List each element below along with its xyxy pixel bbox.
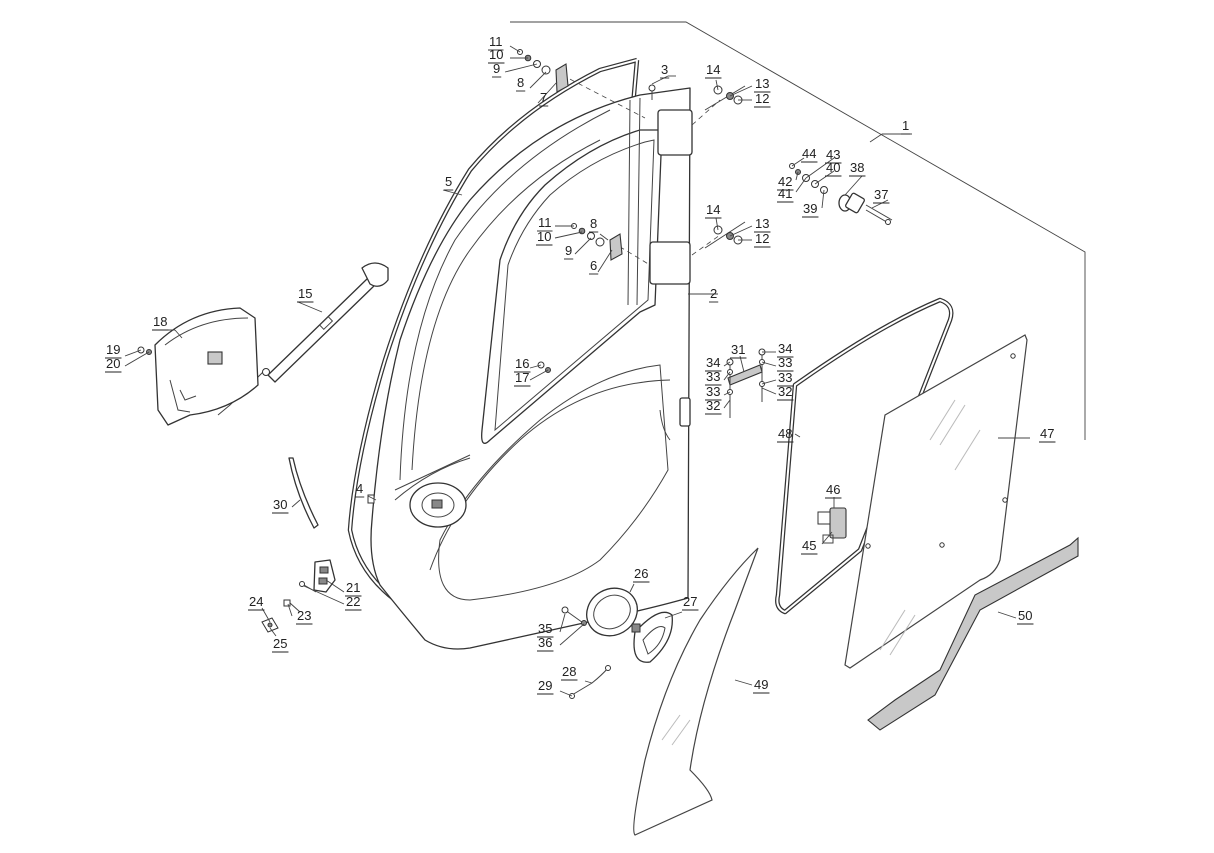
callout-31: 31 (731, 342, 745, 357)
callout-27: 27 (683, 594, 697, 609)
inner-latch-part (817, 507, 847, 544)
callout-7: 7 (540, 90, 547, 105)
hidden-line-mid (611, 241, 651, 266)
callout-32-right: 32 (778, 384, 792, 399)
regulator-rod-part (217, 262, 389, 416)
callout-30: 30 (273, 497, 287, 512)
callout-50: 50 (1018, 608, 1032, 623)
callout-8-top: 8 (517, 75, 524, 90)
callout-4: 4 (356, 481, 363, 496)
callout-33-right-top: 33 (778, 355, 792, 370)
hinge-hardware-bottom (704, 221, 746, 249)
callout-11-top: 11 (489, 34, 503, 49)
callout-1: 1 (902, 118, 909, 133)
callout-47: 47 (1040, 426, 1054, 441)
trim-strip-30 (288, 457, 319, 529)
callout-42: 42 (778, 174, 792, 189)
hidden-line-hinge-bottom (691, 234, 721, 256)
callout-35: 35 (538, 621, 552, 636)
callout-labels: 1 2 3 4 5 6 7 8 8 9 9 10 10 11 11 12 12 … (105, 34, 1056, 695)
callout-44: 44 (802, 146, 816, 161)
hinge-hardware-top (704, 85, 746, 111)
callout-22: 22 (346, 594, 360, 609)
callout-32-left: 32 (706, 398, 720, 413)
leader-lines (124, 45, 1030, 697)
callout-10-top: 10 (489, 47, 503, 62)
callout-33-left-top: 33 (706, 369, 720, 384)
callout-17: 17 (515, 370, 529, 385)
callout-24: 24 (249, 594, 263, 609)
callout-13-mid: 13 (755, 216, 769, 231)
callout-12-mid: 12 (755, 231, 769, 246)
screw-3 (648, 84, 656, 100)
door-panel-part (370, 87, 693, 650)
callout-25: 25 (273, 636, 287, 651)
door-latch-part (313, 559, 336, 593)
callout-37: 37 (874, 187, 888, 202)
callout-29: 29 (538, 678, 552, 693)
callout-14-mid: 14 (706, 202, 720, 217)
callout-13-top: 13 (755, 76, 769, 91)
assembly-bracket-line (510, 21, 1086, 440)
rod-28-29 (569, 665, 611, 699)
callout-15: 15 (298, 286, 312, 301)
callout-33-right-bottom: 33 (778, 370, 792, 385)
callout-26: 26 (634, 566, 648, 581)
check-strap-group (726, 348, 766, 418)
hidden-line-top (561, 74, 646, 119)
callout-45: 45 (802, 538, 816, 553)
callout-12-top: 12 (755, 91, 769, 106)
striker-24-25 (261, 617, 279, 633)
callout-39: 39 (803, 201, 817, 216)
callout-16: 16 (515, 356, 529, 371)
callout-34-left: 34 (706, 355, 720, 370)
callout-28: 28 (562, 664, 576, 679)
callout-49: 49 (754, 677, 768, 692)
callout-48: 48 (778, 426, 792, 441)
callout-19: 19 (106, 342, 120, 357)
callout-23: 23 (297, 608, 311, 623)
trim-panel-part (154, 307, 259, 426)
handle-gasket-part (586, 587, 638, 637)
callout-43: 43 (826, 147, 840, 162)
callout-18: 18 (153, 314, 167, 329)
callout-34-right: 34 (778, 341, 792, 356)
moulding-part (867, 536, 1079, 731)
callout-11-mid: 11 (538, 215, 552, 230)
callout-6: 6 (590, 258, 597, 273)
callout-46: 46 (826, 482, 840, 497)
callout-40: 40 (826, 160, 840, 175)
glass-seal-part (775, 297, 954, 615)
callout-3: 3 (661, 62, 668, 77)
callout-20: 20 (106, 356, 120, 371)
screw-35-36 (561, 606, 587, 626)
callout-5: 5 (445, 174, 452, 189)
sliding-glass-part (844, 334, 1028, 669)
callout-9-mid: 9 (565, 243, 572, 258)
callout-2: 2 (710, 286, 717, 301)
callout-36: 36 (538, 635, 552, 650)
callout-38: 38 (850, 160, 864, 175)
callout-8-mid: 8 (590, 216, 597, 231)
quarter-glass-part (633, 547, 759, 836)
callout-21: 21 (346, 580, 360, 595)
callout-33-left-bottom: 33 (706, 384, 720, 399)
callout-9-top: 9 (493, 61, 500, 76)
screw-23 (283, 599, 301, 613)
pad-7-group (517, 49, 569, 93)
door-handle-part (631, 611, 673, 663)
callout-14-top: 14 (706, 62, 720, 77)
callout-10-mid: 10 (537, 229, 551, 244)
